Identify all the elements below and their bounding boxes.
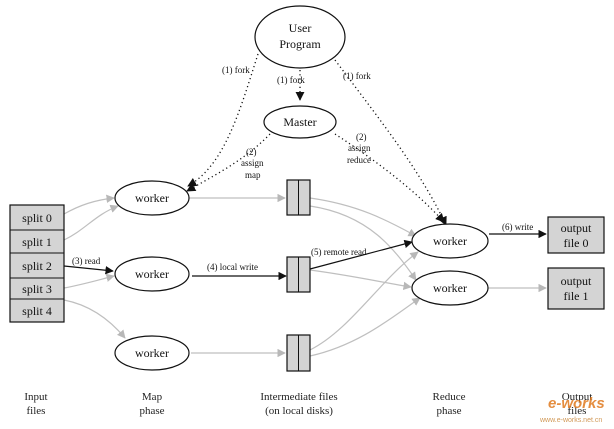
gray-flow-lines (63, 193, 547, 358)
reduce-worker-1-label: worker (433, 234, 467, 248)
flow-inter3-reduce1 (309, 297, 421, 357)
phase-input-line2: files (27, 405, 46, 417)
map-worker-1-label: worker (135, 191, 169, 205)
label-assign-reduce-2: assign (348, 143, 371, 153)
intermediate-file-2 (286, 256, 311, 293)
label-fork-mid: (1) fork (277, 75, 305, 85)
flow-inter3-reduce0 (309, 251, 419, 351)
watermark-main: e-works (548, 395, 605, 412)
reduce-worker-2: worker (411, 270, 489, 306)
label-write: (6) write (502, 222, 533, 232)
intermediate-file-3 (286, 334, 311, 372)
phase-reduce-line1: Reduce (433, 391, 466, 403)
dotted-control-lines (186, 53, 447, 226)
black-flow-lines (63, 229, 547, 281)
fork-to-reduce-worker (334, 59, 447, 226)
label-assign-map-2: assign (241, 158, 264, 168)
flow-split4-worker-bot (63, 299, 126, 339)
output-file-0-line2: file 0 (564, 236, 589, 250)
phase-reduce-line2: phase (436, 405, 461, 417)
output-file-1-line2: file 1 (564, 289, 589, 303)
flow-inter2-reduce1 (309, 269, 412, 291)
split-4: split 4 (22, 304, 52, 318)
label-assign-map-3: map (245, 170, 261, 180)
watermark-sub: www.e-works.net.cn (539, 417, 602, 424)
user-program-label-line2: Program (279, 37, 321, 51)
flow-inter1-reduce0 (309, 197, 417, 237)
flow-inter1-reduce1 (309, 205, 417, 281)
flow-split3-worker-mid (63, 273, 115, 289)
user-program-label-line1: User (289, 21, 312, 35)
phase-input-line1: Input (24, 391, 47, 403)
phase-output-line1: Output (562, 391, 593, 403)
label-read: (3) read (72, 256, 101, 266)
flow-split0-worker-top (63, 194, 115, 215)
split-0: split 0 (22, 211, 52, 225)
output-file-0: output file 0 (547, 216, 605, 254)
phase-map-line1: Map (142, 391, 163, 403)
label-remote-read: (5) remote read (311, 247, 367, 257)
label-assign-reduce-3: reduce (347, 155, 371, 165)
map-worker-2-label: worker (135, 267, 169, 281)
map-worker-2: worker (114, 256, 190, 292)
edge-labels: (1) fork (1) fork (1) fork (2) assign ma… (72, 65, 533, 272)
phase-labels: Input files Map phase Intermediate files… (24, 391, 592, 417)
phase-intermediate-line2: (on local disks) (265, 405, 333, 417)
master-label: Master (283, 115, 316, 129)
label-fork-right: (1) fork (343, 71, 371, 81)
reduce-worker-2-label: worker (433, 281, 467, 295)
output-file-1: output file 1 (547, 267, 605, 310)
map-worker-1: worker (114, 180, 190, 216)
user-program-node: User Program (254, 5, 346, 69)
reduce-worker-1: worker (411, 223, 489, 259)
map-worker-3-label: worker (135, 346, 169, 360)
arrow-remote-read (309, 239, 413, 270)
split-2: split 2 (22, 259, 52, 273)
phase-output-line2: files (568, 405, 587, 417)
flow-split1-worker-top (63, 204, 119, 241)
output-file-0-line1: output (561, 221, 592, 235)
master-node: Master (263, 105, 337, 139)
map-worker-3: worker (114, 335, 190, 371)
split-3: split 3 (22, 282, 52, 296)
label-assign-reduce-1: (2) (356, 132, 367, 142)
e-works-watermark: e-works www.e-works.net.cn (539, 395, 605, 424)
label-fork-left: (1) fork (222, 65, 250, 75)
intermediate-file-1 (286, 179, 311, 216)
phase-map-line2: phase (139, 405, 164, 417)
label-assign-map-1: (2) (246, 147, 257, 157)
arrow-split2-read (63, 265, 114, 275)
input-splits: split 0 split 1 split 2 split 3 split 4 (9, 204, 65, 323)
phase-intermediate-line1: Intermediate files (260, 391, 337, 403)
output-file-1-line1: output (561, 274, 592, 288)
master-assign-reduce (334, 133, 445, 223)
label-local-write: (4) local write (207, 262, 258, 272)
split-1: split 1 (22, 235, 52, 249)
